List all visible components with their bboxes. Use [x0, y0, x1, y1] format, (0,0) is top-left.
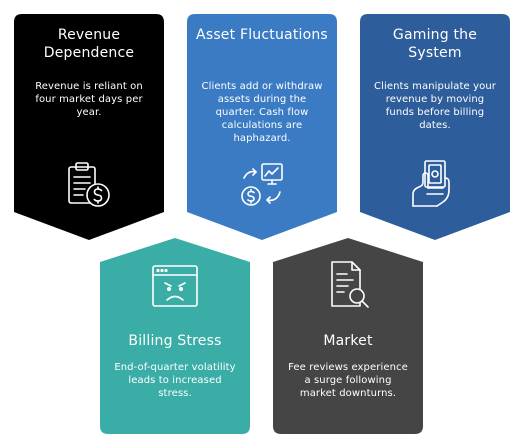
- card-description: Fee reviews experience a surge following…: [288, 362, 408, 399]
- card-shape: [100, 238, 250, 434]
- card-description: End-of-quarter volatility leads to incre…: [114, 362, 236, 399]
- card-shape: [14, 14, 164, 240]
- card-description: Clients add or withdraw assets during th…: [201, 81, 323, 144]
- card-billing-stress: Billing Stress End-of-quarter volatility…: [100, 238, 250, 434]
- card-title: Gaming the System: [392, 27, 478, 61]
- card-title: Billing Stress: [128, 333, 222, 349]
- card-shape: [360, 14, 510, 240]
- card-description: Revenue is reliant on four market days p…: [35, 81, 143, 118]
- card-title: Revenue Dependence: [43, 27, 135, 61]
- card-gaming-the-system: Gaming the System Clients manipulate you…: [360, 14, 510, 240]
- card-shape: [273, 238, 423, 434]
- clipboard-dollar-icon: [68, 162, 110, 207]
- hand-money-icon: [412, 160, 450, 207]
- card-market: Market Fee reviews experience a surge fo…: [273, 238, 423, 434]
- dollar-cycle-chart-icon: [241, 163, 283, 206]
- card-shape: [187, 14, 337, 240]
- stressed-window-icon: [152, 265, 198, 307]
- card-asset-fluctuations: Asset Fluctuations Clients add or withdr…: [187, 14, 337, 240]
- card-title: Asset Fluctuations: [196, 27, 328, 43]
- card-revenue-dependence: Revenue Dependence Revenue is reliant on…: [14, 14, 164, 240]
- card-description: Clients manipulate your revenue by movin…: [374, 81, 496, 131]
- document-search-icon: [331, 261, 369, 308]
- card-title: Market: [323, 333, 373, 349]
